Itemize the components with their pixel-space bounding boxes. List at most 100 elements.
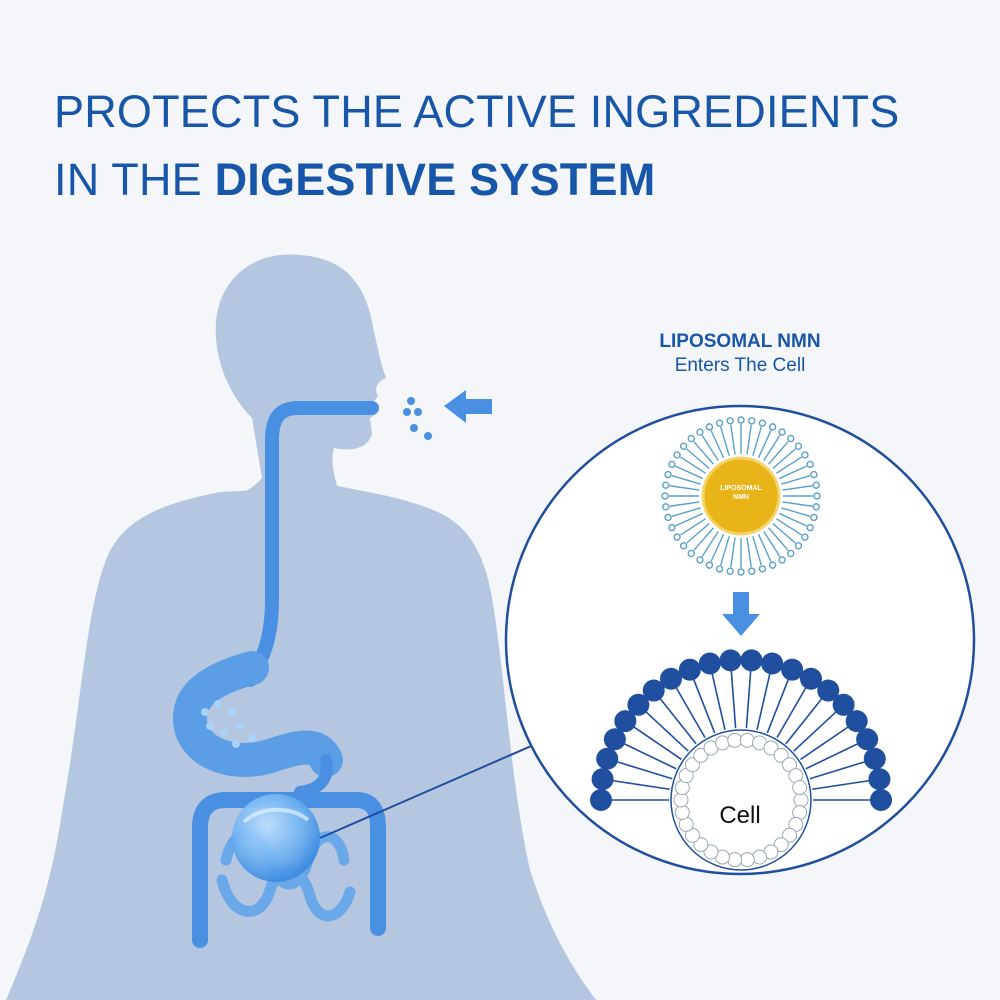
membrane-lipid-tail bbox=[776, 678, 812, 739]
lipid-head bbox=[696, 428, 704, 436]
lipid-tail bbox=[757, 430, 772, 459]
membrane-lipid-tail bbox=[805, 738, 868, 770]
callout-subtitle: Enters The Cell bbox=[674, 355, 806, 376]
lipid-head bbox=[664, 470, 672, 479]
lipid-tail bbox=[782, 485, 813, 491]
membrane-lipid-head bbox=[678, 658, 701, 681]
lipid-head bbox=[758, 419, 767, 427]
headline: PROTECTS THE ACTIVE INGREDIENTS IN THE D… bbox=[54, 78, 900, 214]
cell-ring-bead bbox=[727, 732, 743, 748]
lipid-head bbox=[668, 460, 676, 469]
membrane-lipid-head bbox=[660, 667, 682, 690]
membrane-lipid-head bbox=[800, 667, 822, 690]
lipid-head bbox=[673, 533, 681, 541]
lipid-head bbox=[687, 549, 695, 558]
lipid-head bbox=[662, 503, 670, 511]
lipid-head bbox=[662, 481, 670, 489]
membrane-lipid-head bbox=[627, 693, 650, 716]
lipid-tail bbox=[752, 536, 762, 566]
lipid-head bbox=[758, 565, 767, 573]
lipid-tail bbox=[710, 430, 725, 459]
callout-title: LIPOSOMAL NMN bbox=[659, 331, 821, 352]
lipid-head bbox=[668, 523, 676, 532]
membrane-lipid-head bbox=[863, 747, 886, 770]
membrane-lipid-tail bbox=[756, 663, 773, 730]
zoom-leader-line bbox=[319, 739, 546, 839]
lipid-tail bbox=[781, 507, 811, 517]
lipid-tail bbox=[772, 448, 796, 470]
lipid-tail bbox=[763, 530, 781, 557]
membrane-lipid-tail bbox=[637, 704, 689, 752]
lipid-head bbox=[812, 481, 820, 489]
lipid-head bbox=[806, 460, 814, 469]
cell-ring-bead bbox=[792, 780, 808, 796]
stomach bbox=[173, 651, 343, 777]
membrane-lipid-head bbox=[590, 789, 612, 811]
cell-ring-bead bbox=[752, 849, 768, 865]
membrane-lipid-head bbox=[719, 649, 742, 672]
cell-ring-bead bbox=[673, 792, 689, 808]
lipid-tail bbox=[701, 530, 719, 557]
liposome-label-line-2: NMN bbox=[733, 494, 749, 501]
membrane-lipid-tail bbox=[624, 720, 682, 761]
lipid-head bbox=[737, 568, 745, 576]
membrane-lipid-tail bbox=[729, 660, 737, 729]
cell-ring-bead bbox=[693, 837, 709, 853]
membrane-lipid-head bbox=[845, 710, 868, 733]
lipid-tail bbox=[686, 522, 710, 544]
lipid-tail bbox=[701, 435, 719, 462]
intake-arrow-icon bbox=[444, 390, 492, 423]
membrane-lipid-head bbox=[591, 768, 614, 791]
headline-line-1: PROTECTS THE ACTIVE INGREDIENTS bbox=[54, 86, 900, 137]
lipid-head bbox=[661, 492, 669, 500]
membrane-lipid-tail bbox=[766, 669, 793, 734]
lipid-head bbox=[787, 434, 795, 443]
cell-ring-bead bbox=[739, 852, 755, 868]
lipid-head bbox=[715, 419, 724, 427]
headline-line-2-bold: DIGESTIVE SYSTEM bbox=[214, 154, 656, 205]
membrane-lipid-tail bbox=[793, 704, 845, 752]
lipid-tail bbox=[757, 533, 772, 562]
cell-ring-bead bbox=[714, 735, 730, 751]
lipid-tail bbox=[669, 501, 700, 507]
lipid-head bbox=[801, 533, 809, 541]
lipid-tail bbox=[781, 475, 811, 485]
membrane-lipid-tail bbox=[800, 720, 858, 761]
stomach-particles bbox=[201, 700, 256, 748]
lipid-head bbox=[715, 565, 724, 573]
lipid-head bbox=[737, 416, 745, 424]
lipid-head bbox=[679, 442, 688, 450]
membrane-lipid-tail bbox=[745, 660, 753, 729]
cell-ring-bead bbox=[693, 747, 709, 763]
cell-label: Cell bbox=[719, 802, 761, 829]
membrane-lipid-head bbox=[740, 649, 763, 672]
membrane-lipid-head bbox=[870, 789, 892, 811]
lipid-tail bbox=[767, 527, 789, 551]
cell-ring-bead bbox=[763, 740, 779, 756]
lipid-head bbox=[726, 417, 734, 425]
lipid-head bbox=[768, 561, 777, 569]
head-silhouette bbox=[215, 254, 386, 500]
lipid-tail bbox=[686, 448, 710, 470]
membrane-lipid-tail bbox=[614, 738, 677, 770]
magnified-intestine-bulb bbox=[232, 794, 320, 882]
cell-body bbox=[670, 729, 812, 871]
lipid-head bbox=[812, 503, 820, 511]
liposome bbox=[661, 416, 821, 576]
lipid-tail bbox=[746, 537, 752, 568]
lipid-head bbox=[705, 423, 714, 431]
callout: LIPOSOMAL NMN Enters The Cell bbox=[600, 330, 880, 378]
lipid-tail bbox=[775, 518, 802, 536]
cell-ring-bead bbox=[727, 852, 743, 868]
lipid-head bbox=[787, 549, 795, 558]
lipid-head bbox=[810, 513, 818, 522]
lipid-head bbox=[705, 561, 714, 569]
membrane-lipid-head bbox=[761, 652, 784, 675]
membrane-lipid-tail bbox=[785, 690, 829, 745]
membrane-lipid-tail bbox=[606, 757, 673, 780]
lipid-tail bbox=[675, 512, 704, 527]
cell-inner-ring bbox=[673, 732, 809, 868]
membrane-lipid-tail bbox=[602, 778, 670, 791]
membrane-lipid-tail bbox=[689, 669, 716, 734]
